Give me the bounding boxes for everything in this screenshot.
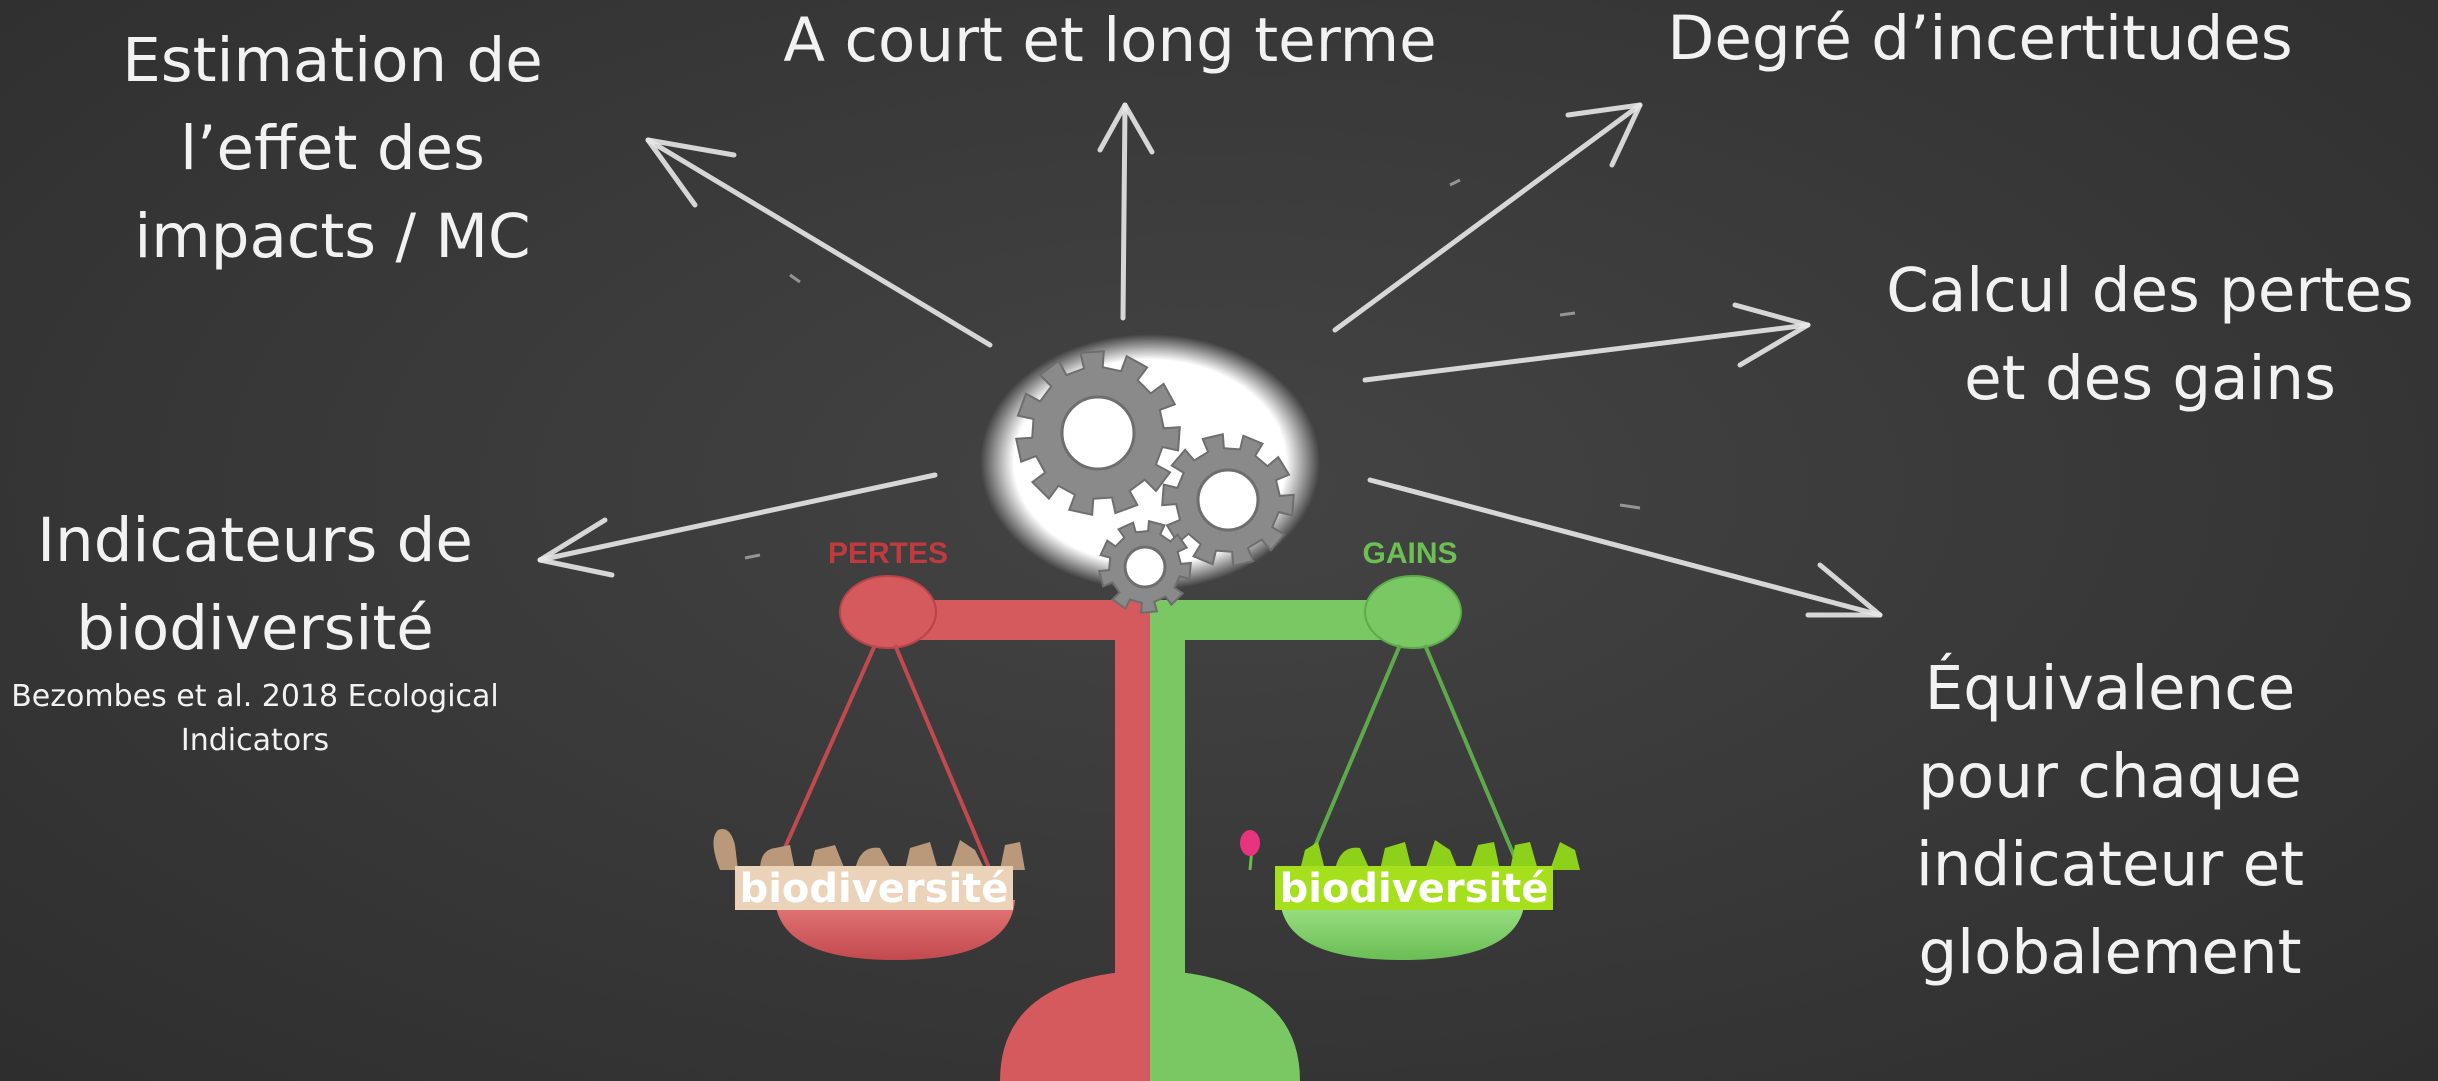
arrow-to-equivalence <box>1367 477 1883 618</box>
label-estimation-line-2: l’effet des <box>180 113 485 184</box>
label-court-long-terme: A court et long terme <box>770 10 1450 98</box>
animal-silhouettes-icon <box>1300 840 1580 870</box>
label-reference: Bezombes et al. 2018 Ecological Indicato… <box>0 675 510 762</box>
beam-end-right <box>1364 575 1462 649</box>
pertes-label: PERTES <box>828 537 948 570</box>
label-indicateurs-line-1: Indicateurs de <box>37 505 473 576</box>
label-equivalence-line-2: pour chaque <box>1918 741 2302 812</box>
pan-right <box>1280 900 1525 960</box>
animal-silhouettes-icon <box>713 829 1025 870</box>
pan-right-banner <box>1275 866 1553 910</box>
label-estimation: Estimation de l’effet des impacts / MC <box>95 30 570 294</box>
label-calcul-line-2: et des gains <box>1964 343 2336 414</box>
label-calcul-line-1: Calcul des pertes <box>1886 255 2414 326</box>
gear-icon <box>1014 350 1295 614</box>
label-incertitudes-text: Degré d’incertitudes <box>1667 3 2293 74</box>
label-reference-line-2: Indicators <box>180 722 330 758</box>
pan-left-text: biodiversité <box>740 866 1009 912</box>
label-reference-line-1: Bezombes et al. 2018 Ecological <box>11 679 499 714</box>
label-equivalence-line-3: indicateur et <box>1915 829 2305 900</box>
flower-icon <box>1240 830 1260 871</box>
label-estimation-line-3: impacts / MC <box>134 201 531 272</box>
label-equivalence-line-1: Équivalence <box>1924 653 2296 724</box>
arrow-to-court-long <box>1097 102 1155 321</box>
arrow-to-calcul <box>1362 302 1811 383</box>
label-equivalence: Équivalence pour chaque indicateur et gl… <box>1870 658 2350 1010</box>
balance-pole-right <box>1150 615 1185 985</box>
label-incertitudes: Degré d’incertitudes <box>1660 8 2300 96</box>
balance-beam-right <box>1150 600 1395 640</box>
gear-small-icon-hole <box>1123 545 1167 589</box>
balance-base-right <box>1150 970 1300 1081</box>
balance-pole-left <box>1115 615 1150 985</box>
label-estimation-line-1: Estimation de <box>122 25 543 96</box>
label-indicateurs-line-2: biodiversité <box>76 593 434 664</box>
pan-right-text: biodiversité <box>1280 866 1549 912</box>
pan-left <box>775 900 1015 960</box>
gear-large-icon-hole <box>1060 395 1136 471</box>
chalk-specks <box>744 178 1641 560</box>
balance-base-left <box>1000 970 1150 1081</box>
arrow-to-indicateurs <box>537 472 938 578</box>
arrow-to-incertitudes <box>1332 102 1643 333</box>
pan-left-banner <box>735 866 1013 910</box>
balance-scale <box>773 575 1525 1081</box>
beam-end-left <box>839 575 937 649</box>
label-equivalence-line-4: globalement <box>1918 917 2302 988</box>
label-calcul: Calcul des pertes et des gains <box>1870 260 2430 436</box>
label-court-long-terme-text: A court et long terme <box>783 5 1437 76</box>
arrow-to-estimation <box>645 137 993 348</box>
balance-beam-left <box>900 600 1150 640</box>
label-indicateurs: Indicateurs de biodiversité <box>10 510 500 667</box>
gains-label: GAINS <box>1362 537 1457 570</box>
gear-medium-icon-hole <box>1196 468 1260 532</box>
